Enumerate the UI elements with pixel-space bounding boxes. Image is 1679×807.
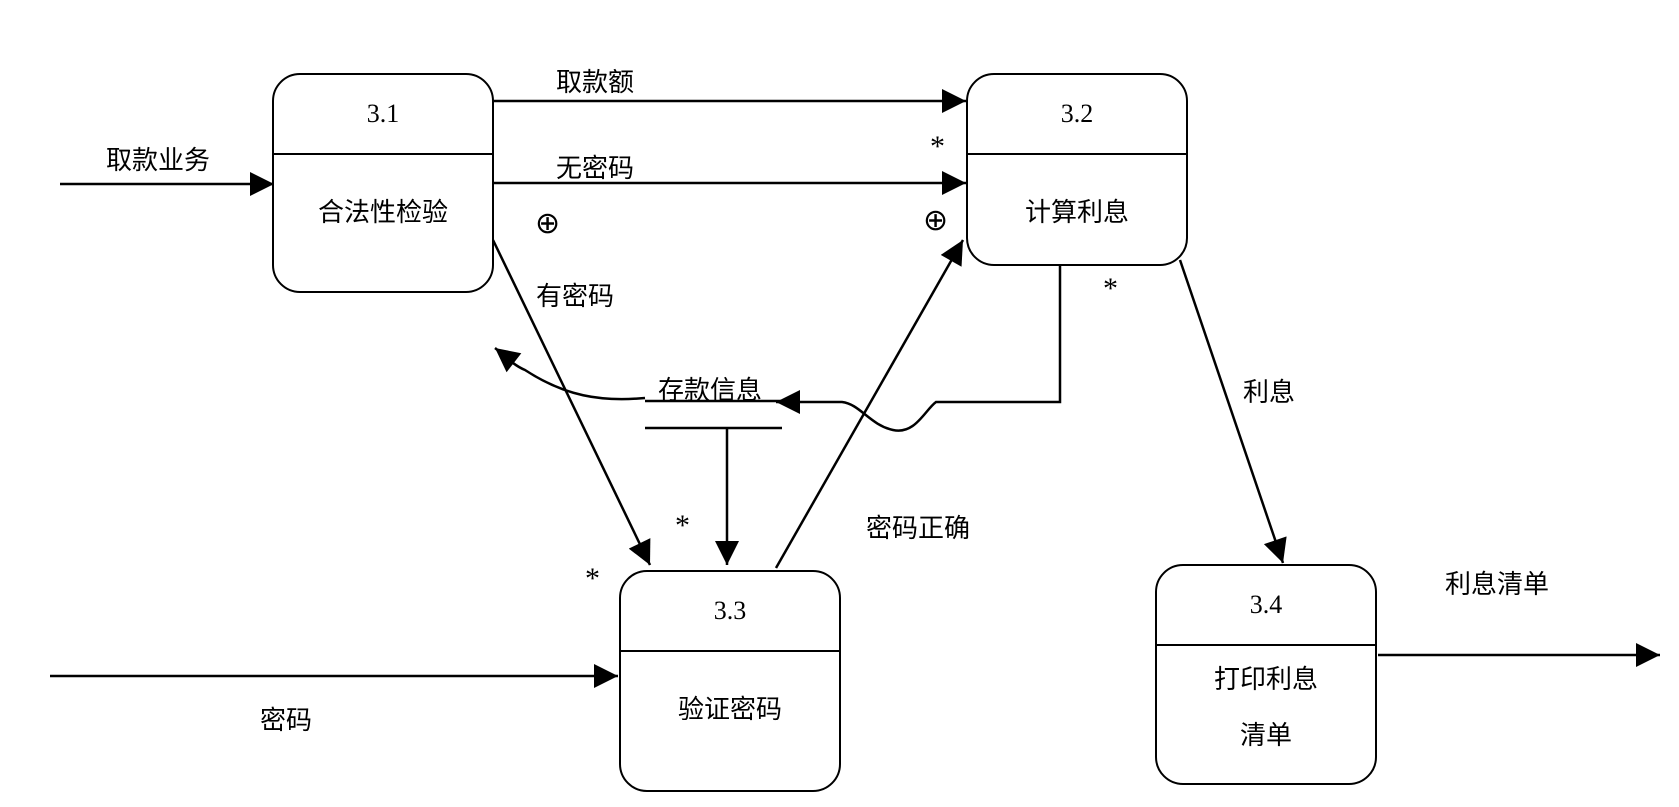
process-name: 合法性检验 (274, 155, 492, 291)
xor-symbol: ⊕ (923, 203, 949, 238)
label-password: 密码 (260, 706, 313, 736)
flow-password-correct (774, 239, 965, 569)
asterisk-mark: * (585, 562, 600, 595)
asterisk-mark: * (1103, 272, 1118, 305)
process-name: 打印利息 清单 (1157, 646, 1375, 783)
label-password-correct: 密码正确 (866, 514, 971, 544)
process-name: 验证密码 (621, 652, 839, 790)
process-name-line: 验证密码 (677, 695, 782, 725)
label-interest: 利息 (1243, 378, 1296, 408)
flow-interest-to-store (776, 265, 1062, 432)
flow-has-password (491, 239, 652, 566)
xor-symbol: ⊕ (535, 206, 561, 241)
process-name: 计算利息 (968, 155, 1186, 264)
process-3-4: 3.4 打印利息 清单 (1155, 564, 1377, 785)
label-has-password: 有密码 (536, 282, 615, 312)
process-name-line: 打印利息 (1213, 665, 1318, 695)
process-id: 3.2 (968, 75, 1186, 155)
asterisk-mark: * (675, 509, 690, 542)
process-name-line: 计算利息 (1024, 198, 1129, 228)
process-id: 3.1 (274, 75, 492, 155)
process-3-2: 3.2 计算利息 (966, 73, 1188, 266)
label-no-password: 无密码 (556, 154, 635, 184)
process-3-1: 3.1 合法性检验 (272, 73, 494, 293)
process-name-line: 清单 (1239, 721, 1292, 751)
label-withdraw-business: 取款业务 (106, 146, 211, 176)
process-name-line: 合法性检验 (317, 198, 448, 228)
label-withdraw-amount: 取款额 (556, 68, 635, 98)
process-id: 3.3 (621, 572, 839, 652)
label-interest-list: 利息清单 (1445, 570, 1550, 600)
flow-interest (1178, 259, 1287, 564)
label-data-store: 存款信息 (658, 376, 763, 406)
process-3-3: 3.3 验证密码 (619, 570, 841, 792)
flow-store-to-31 (494, 347, 646, 401)
asterisk-mark: * (930, 130, 945, 163)
process-id: 3.4 (1157, 566, 1375, 646)
